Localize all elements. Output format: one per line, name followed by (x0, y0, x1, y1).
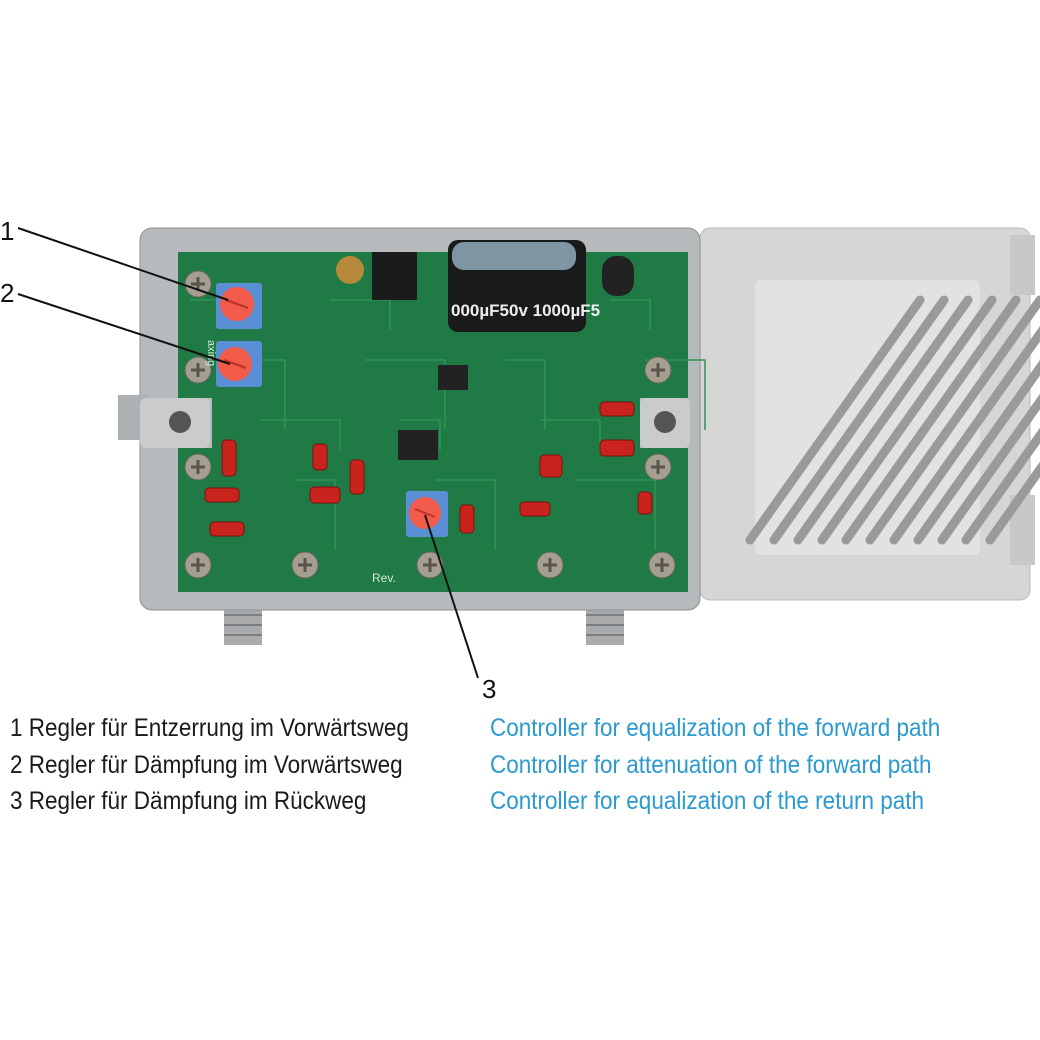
callout-number-1: 1 (0, 216, 15, 246)
vent-slot (865, 295, 1040, 545)
screw-icon (291, 551, 319, 579)
screw-icon (648, 551, 676, 579)
legend-de-1: 1 Regler für Entzerrung im Vorwärtsweg (10, 714, 409, 742)
screw-icon (184, 453, 212, 481)
coil (312, 443, 328, 471)
vent-slot (985, 461, 1040, 545)
housing-cover (699, 227, 1040, 601)
screw-icon (184, 551, 212, 579)
coil (221, 439, 237, 477)
coil (209, 521, 245, 537)
brand-label: axing (205, 340, 217, 366)
vent-slot (817, 295, 997, 545)
screw-icon (416, 551, 444, 579)
callout-line-2 (17, 293, 231, 365)
vent-slot (793, 295, 973, 545)
vent-slot (937, 393, 1040, 545)
legend-en-2: Controller for attenuation of the forwar… (490, 751, 932, 779)
coil (539, 454, 563, 478)
coil (637, 491, 653, 515)
controller-1-knob[interactable] (216, 283, 262, 329)
screw-icon (644, 453, 672, 481)
controller-3-knob[interactable] (406, 491, 448, 537)
revision-label: Rev. (372, 571, 396, 585)
controller-2-knob[interactable] (216, 341, 262, 387)
legend-en-3: Controller for equalization of the retur… (490, 787, 925, 815)
vent-slot (913, 359, 1040, 545)
coil (204, 487, 240, 503)
callout-number-2: 2 (0, 278, 15, 308)
vent-slot (841, 295, 1021, 545)
coil (459, 504, 475, 534)
vent-slot (889, 326, 1040, 545)
legend-de-2: 2 Regler für Dämpfung im Vorwärtsweg (10, 751, 403, 779)
callout-line-3 (424, 514, 479, 679)
legend-de-3: 3 Regler für Dämpfung im Rückweg (10, 787, 367, 815)
screw-icon (184, 356, 212, 384)
screw-icon (644, 356, 672, 384)
screw-icon (536, 551, 564, 579)
legend-en-1: Controller for equalization of the forwa… (490, 714, 941, 742)
electrolytic-capacitor: 000µF50v 1000µF5 (448, 240, 600, 332)
capacitor-label: 000µF50v 1000µF5 (451, 301, 600, 320)
callout-line-1 (17, 227, 229, 301)
vent-slot (769, 295, 949, 545)
coil (599, 439, 635, 457)
pcb: 000µF50v 1000µF5 axing Rev. (178, 240, 706, 592)
coil (309, 486, 341, 504)
callout-number-3: 3 (482, 674, 497, 704)
vent-slot (745, 295, 925, 545)
vent-slot (961, 427, 1040, 545)
coil (599, 401, 635, 417)
coil (349, 459, 365, 495)
coil (519, 501, 551, 517)
